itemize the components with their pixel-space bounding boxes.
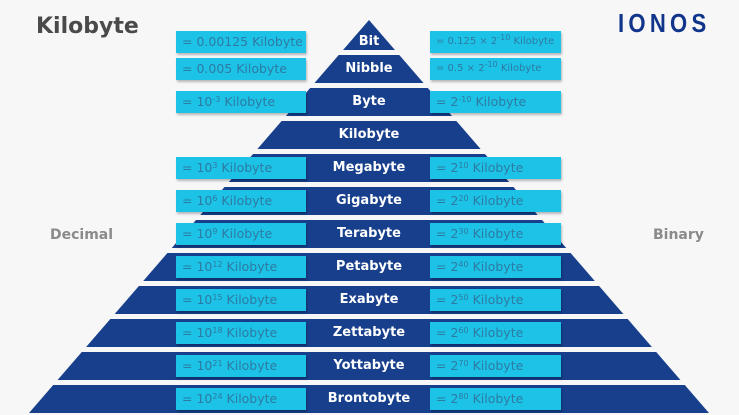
decimal-value-box: = 1024 Kilobyte (176, 388, 306, 410)
decimal-value-box: = 1018 Kilobyte (176, 322, 306, 344)
decimal-value-box: = 10-3 Kilobyte (176, 91, 306, 113)
unit-label: Zettabyte (332, 325, 406, 340)
decimal-value-box: = 1012 Kilobyte (176, 256, 306, 278)
unit-label: Petabyte (335, 259, 403, 274)
binary-value-box: = 2-10 Kilobyte (430, 91, 561, 113)
unit-label: Megabyte (332, 160, 406, 175)
binary-value-box: = 210 Kilobyte (430, 157, 561, 179)
decimal-value-box: = 1021 Kilobyte (176, 355, 306, 377)
unit-label: Bit (358, 34, 380, 49)
decimal-value-box: = 0.005 Kilobyte (176, 58, 306, 80)
binary-value-box: = 260 Kilobyte (430, 322, 561, 344)
unit-label: Terabyte (337, 226, 401, 241)
binary-value-box: = 0.125 × 2-10 Kilobyte (430, 31, 561, 53)
decimal-value-box: = 109 Kilobyte (176, 223, 306, 245)
unit-label: Nibble (345, 61, 393, 76)
pyramid-band (285, 88, 453, 116)
binary-value-box: = 240 Kilobyte (430, 256, 561, 278)
pyramid-band (343, 20, 395, 50)
ionos-logo: IONOS (618, 8, 711, 38)
binary-value-box: = 280 Kilobyte (430, 388, 561, 410)
pyramid-band (257, 121, 481, 149)
binary-value-box: = 270 Kilobyte (430, 355, 561, 377)
unit-label: Exabyte (339, 292, 399, 307)
binary-label: Binary (653, 227, 704, 243)
decimal-value-box: = 106 Kilobyte (176, 190, 306, 212)
unit-label: Gigabyte (335, 193, 402, 208)
unit-label: Yottabyte (333, 358, 405, 373)
binary-value-box: = 220 Kilobyte (430, 190, 561, 212)
binary-value-box: = 250 Kilobyte (430, 289, 561, 311)
unit-label: Byte (352, 94, 386, 109)
decimal-label: Decimal (50, 227, 114, 243)
decimal-value-box: = 0.00125 Kilobyte (176, 31, 306, 53)
binary-value-box: = 0.5 × 2-10 Kilobyte (430, 58, 561, 80)
unit-label: Kilobyte (338, 127, 400, 142)
binary-value-box: = 230 Kilobyte (430, 223, 561, 245)
pyramid-band (314, 55, 424, 83)
title: Kilobyte (36, 14, 139, 39)
decimal-value-box: = 103 Kilobyte (176, 157, 306, 179)
unit-label: Brontobyte (327, 391, 411, 406)
decimal-value-box: = 1015 Kilobyte (176, 289, 306, 311)
